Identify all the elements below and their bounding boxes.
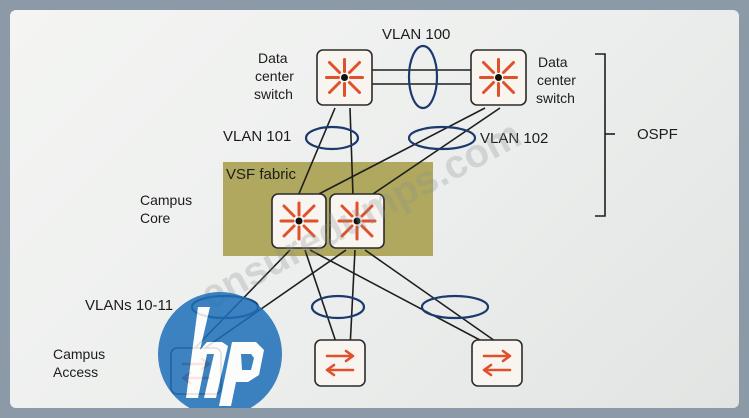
- vlan100-label: VLAN 100: [382, 26, 450, 43]
- campus-core-label: Campus Core: [140, 192, 192, 226]
- vsf-fabric-label: VSF fabric: [226, 166, 297, 183]
- access-switch-3: [471, 339, 523, 387]
- core-switch-left: [271, 193, 327, 249]
- svg-text:switch: switch: [254, 86, 293, 102]
- svg-text:Campus: Campus: [53, 346, 105, 362]
- svg-text:Data: Data: [538, 54, 568, 70]
- svg-text:Campus: Campus: [140, 192, 192, 208]
- ospf-label: OSPF: [637, 126, 678, 143]
- svg-text:Core: Core: [140, 210, 171, 226]
- diagram-photo: VSF fabric: [10, 10, 739, 408]
- vlan101-label: VLAN 101: [223, 128, 291, 145]
- vlan100-ellipse: [407, 44, 439, 110]
- svg-text:Data: Data: [258, 50, 288, 66]
- dc-left-label: Data center switch: [254, 50, 294, 102]
- router-icon: [323, 56, 366, 99]
- campus-access-label: Campus Access: [53, 346, 105, 380]
- vlan102-ellipse: [407, 125, 477, 151]
- core-switch-right: [329, 193, 385, 249]
- svg-text:center: center: [255, 68, 294, 84]
- access2-ellipse: [310, 294, 366, 320]
- ospf-bracket: [595, 53, 615, 217]
- access3-ellipse: [420, 294, 490, 320]
- access-switch-2: [314, 339, 366, 387]
- dc-right-label: Data center switch: [536, 54, 576, 106]
- svg-text:switch: switch: [536, 90, 575, 106]
- svg-text:center: center: [537, 72, 576, 88]
- svg-text:Access: Access: [53, 364, 98, 380]
- vlan102-label: VLAN 102: [480, 130, 548, 147]
- network-diagram: VSF fabric: [53, 26, 678, 408]
- hp-logo: [158, 292, 282, 408]
- dc-switch-left: [316, 49, 373, 106]
- vlans1011-label: VLANs 10-11: [85, 297, 173, 314]
- router-icon: [477, 56, 520, 99]
- dc-switch-right: [470, 49, 527, 106]
- vlan101-ellipse: [304, 125, 360, 151]
